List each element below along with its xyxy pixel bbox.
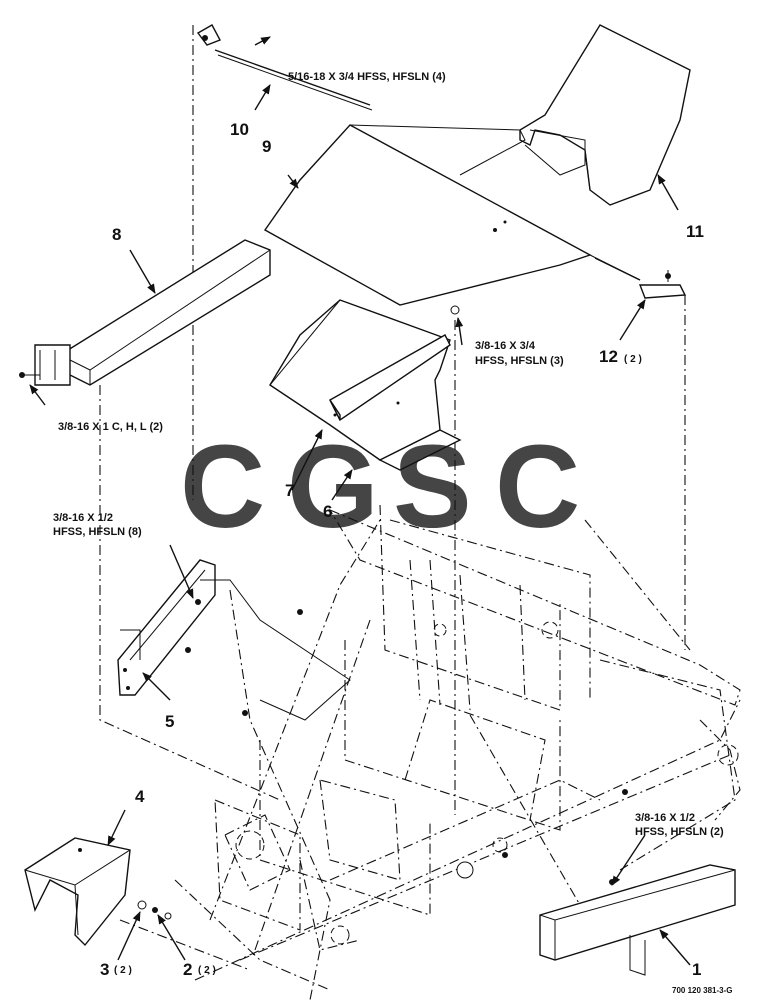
callout-bolt-34-line2: HFSS, HFSLN (3) (475, 355, 564, 367)
part-1-plate (539, 864, 736, 976)
part-label-3: 3 (100, 960, 109, 979)
part-label-12: 12 (599, 347, 618, 366)
part-label-1: 1 (692, 960, 701, 979)
part-4-cover (24, 837, 131, 947)
callout-bolt-top: 5/16-18 X 3/4 HFSS, HFSLN (4) (288, 71, 446, 83)
callout-bolt-12-2-line2: HFSS, HFSLN (2) (635, 826, 724, 838)
callout-bolt-12-8-line1: 3/8-16 X 1/2 (53, 512, 113, 524)
document-id: 700 120 381-3-G (672, 986, 733, 995)
part-6-lower-shield (269, 299, 451, 461)
frame-assembly (174, 504, 741, 1000)
part-label-6: 6 (323, 502, 332, 521)
callout-bolt-12-8-line2: HFSS, HFSLN (8) (53, 526, 142, 538)
part-2-qty: ( 2 ) (198, 965, 216, 976)
part-label-8: 8 (112, 225, 121, 244)
fastener-group (185, 609, 628, 885)
part-11-shield (519, 24, 691, 206)
watermark-letter-g: G (287, 421, 379, 553)
part-12-clip (638, 270, 687, 299)
callout-bolt-34-line1: 3/8-16 X 3/4 (475, 340, 536, 352)
callout-bolt-12-2-line1: 3/8-16 X 1/2 (635, 812, 695, 824)
alignment-lines (99, 25, 691, 971)
part-label-2: 2 (183, 960, 192, 979)
part-2-3-washers (137, 900, 172, 920)
watermark-letter-c1: C (180, 421, 265, 553)
part-label-7: 7 (285, 481, 294, 500)
part-5-bracket (117, 559, 351, 721)
part-3-qty: ( 2 ) (114, 965, 132, 976)
part-number-labels: 10 9 8 11 12 ( 2 ) 7 6 5 4 3 ( 2 ) 2 ( 2… (100, 120, 733, 995)
part-12-qty: ( 2 ) (624, 354, 642, 365)
part-label-10: 10 (230, 120, 249, 139)
part-9-top-panel (263, 124, 592, 306)
part-label-5: 5 (165, 712, 174, 731)
watermark-letter-c2: C (495, 421, 580, 553)
part-label-4: 4 (135, 787, 145, 806)
callout-arrows (29, 36, 691, 966)
part-label-9: 9 (262, 137, 271, 156)
watermark-letter-s: S (393, 421, 472, 553)
part-label-11: 11 (686, 222, 704, 241)
callout-bolt-c-h-l: 3/8-16 X 1 C, H, L (2) (58, 421, 163, 433)
part-8-beam (19, 239, 271, 386)
watermark: C G S C (180, 421, 580, 553)
part-7-angle (329, 305, 462, 471)
part-10-rod (196, 24, 641, 281)
callout-labels: 5/16-18 X 3/4 HFSS, HFSLN (4) 3/8-16 X 1… (53, 71, 724, 838)
